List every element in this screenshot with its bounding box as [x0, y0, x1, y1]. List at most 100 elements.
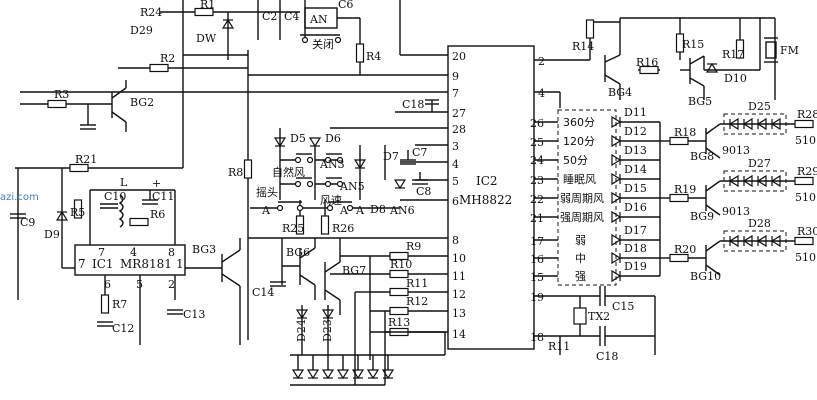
r26-label: R25 [282, 222, 304, 235]
d23-label: D23 [321, 319, 334, 342]
an6-label: AN6 [389, 204, 415, 217]
watermark-text: azi.com [0, 192, 39, 203]
r27-label: R26 [332, 222, 354, 235]
svg-text:360分: 360分 [563, 116, 595, 129]
d24-label: D24 [295, 319, 308, 342]
swing-label: 摇头 [256, 185, 278, 199]
svg-text:R14: R14 [572, 40, 594, 53]
ic1-pin-7: 7 [78, 257, 86, 271]
svg-text:BG5: BG5 [688, 95, 712, 108]
off-label: 关闭 [312, 37, 334, 51]
svg-text:强: 强 [575, 270, 586, 283]
svg-text:BG4: BG4 [608, 86, 632, 99]
svg-text:8: 8 [452, 234, 459, 247]
svg-text:R13: R13 [388, 316, 410, 329]
d9-label: D9 [44, 228, 60, 241]
d5-label: D5 [290, 132, 306, 145]
svg-text:13: 13 [452, 307, 466, 320]
svg-text:8: 8 [168, 246, 175, 259]
svg-text:25: 25 [530, 136, 544, 149]
svg-text:R9: R9 [406, 240, 421, 253]
r9-r13-group: R9 R10 R11 R12 R13 [388, 240, 428, 337]
c13-label: C14 [252, 286, 274, 299]
c10-label: C11 [152, 190, 174, 203]
svg-text:R10: R10 [390, 258, 412, 271]
ic1-pin-1: 1 [176, 257, 184, 271]
svg-text:R11: R11 [406, 277, 428, 290]
svg-text:R20: R20 [674, 243, 696, 256]
svg-text:FM: FM [780, 44, 799, 57]
svg-text:弱周期风: 弱周期风 [560, 192, 604, 205]
c7-label: C8 [416, 185, 431, 198]
svg-text:4: 4 [452, 158, 459, 171]
svg-text:R12: R12 [406, 295, 428, 308]
svg-text:9013: 9013 [722, 205, 750, 218]
svg-text:强周期风: 强周期风 [560, 211, 604, 224]
svg-text:R29: R29 [797, 165, 817, 178]
c9-label: C10 [104, 190, 126, 203]
svg-text:510: 510 [795, 191, 816, 204]
d7-label: D7 [383, 150, 399, 163]
svg-text:26: 26 [530, 117, 544, 130]
svg-text:9013: 9013 [722, 144, 750, 157]
svg-text:7: 7 [452, 87, 459, 100]
svg-text:14: 14 [452, 328, 466, 341]
bg6-bg7-group [281, 238, 341, 355]
svg-text:R30: R30 [797, 225, 817, 238]
svg-text:6: 6 [452, 195, 459, 208]
svg-text:D12: D12 [624, 125, 647, 138]
svg-text:510: 510 [795, 251, 816, 264]
switch-matrix [250, 128, 400, 209]
an5-label: AN5 [339, 180, 365, 193]
svg-text:R19: R19 [674, 183, 696, 196]
crystal-section: TX2 C15 C18 R11 [534, 286, 656, 363]
svg-text:6: 6 [104, 278, 111, 291]
svg-text:27: 27 [452, 107, 466, 120]
an3-label: AN3 [319, 158, 345, 171]
svg-text:4: 4 [538, 87, 545, 100]
ic2-left-pins: 20 9 7 27 28 3 4 5 6 8 10 11 12 13 14 [452, 50, 466, 341]
a-label-2: A [339, 204, 349, 217]
r6-label: R6 [150, 208, 165, 221]
d8-label: D8 [370, 203, 386, 216]
svg-text:10: 10 [452, 252, 466, 265]
r8-label: R8 [228, 166, 243, 179]
svg-text:中: 中 [575, 252, 586, 265]
svg-text:BG8: BG8 [690, 150, 714, 163]
c6-label: C7 [412, 146, 427, 159]
svg-text:510: 510 [795, 134, 816, 147]
svg-text:2: 2 [538, 55, 545, 68]
bg3-label: BG3 [192, 243, 216, 256]
svg-text:D28: D28 [748, 217, 771, 230]
bg2-label: BG2 [130, 96, 154, 109]
svg-text:12: 12 [452, 288, 466, 301]
svg-text:28: 28 [452, 123, 466, 136]
bg6-label: BG6 [286, 246, 310, 259]
ic2-part: MH8822 [459, 193, 512, 207]
driver-stages: R18 R19 R20 BG8 9013 BG9 9013 BG10 [660, 100, 817, 283]
svg-text:C18: C18 [596, 350, 618, 363]
c18-label: C18 [402, 98, 424, 111]
svg-text:BG9: BG9 [690, 210, 714, 223]
c12-label: C13 [183, 308, 205, 321]
ic1-part: MR8181 [120, 257, 172, 271]
svg-text:R15: R15 [682, 38, 704, 51]
r2-label: R2 [160, 52, 175, 65]
natural-wind-label: 自然风 [272, 165, 305, 179]
lc-tank [89, 189, 176, 245]
svg-text:21: 21 [530, 212, 544, 225]
svg-text:3: 3 [452, 140, 459, 153]
svg-text:睡眠风: 睡眠风 [563, 173, 596, 186]
svg-text:D18: D18 [624, 242, 647, 255]
svg-text:22: 22 [530, 193, 544, 206]
svg-text:23: 23 [530, 174, 544, 187]
svg-text:BG10: BG10 [690, 270, 721, 283]
svg-text:R18: R18 [674, 126, 696, 139]
svg-text:17: 17 [530, 235, 544, 248]
svg-text:D19: D19 [624, 260, 647, 273]
r4-label: R4 [366, 50, 381, 63]
c11-label: C12 [112, 322, 134, 335]
d25-label: D29 [130, 24, 153, 37]
svg-text:11: 11 [452, 270, 466, 283]
an-label: AN [309, 13, 328, 26]
